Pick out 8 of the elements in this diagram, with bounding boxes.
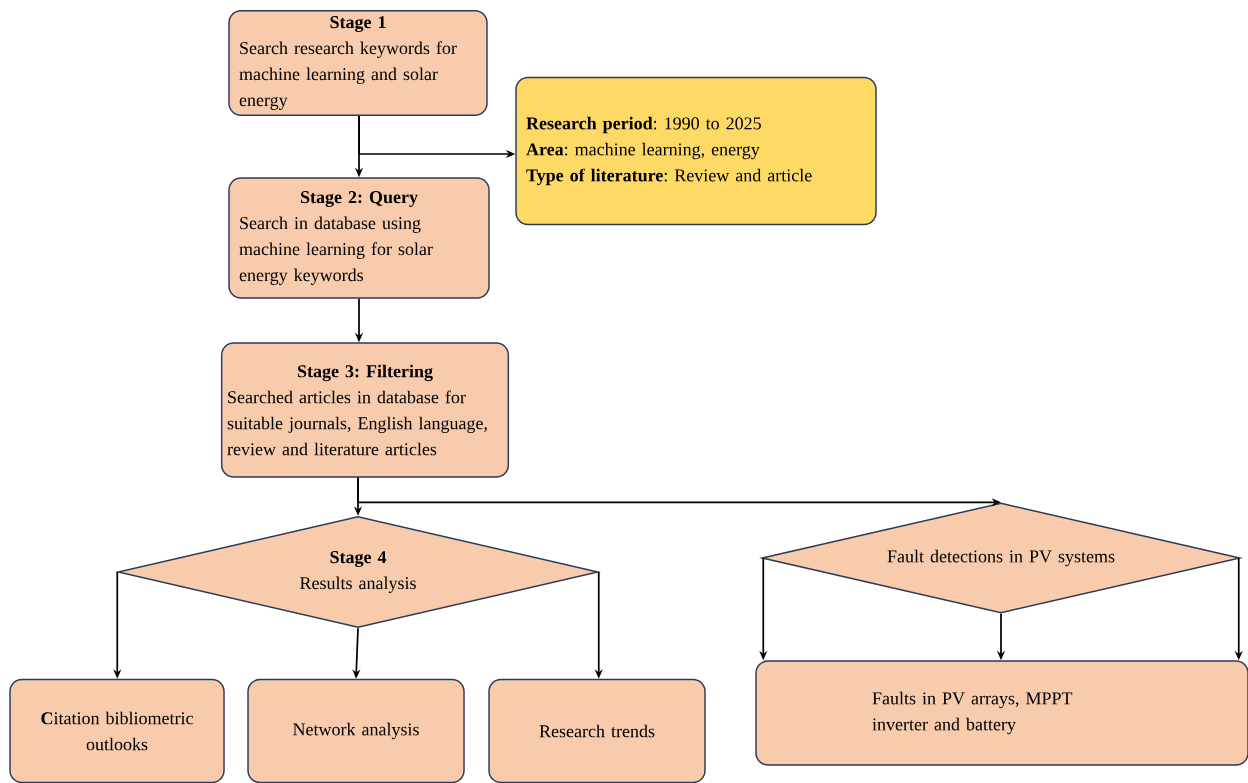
process-box: Research trends — [488, 678, 706, 783]
process-box: Faults in PV arrays, MPPT inverter and battery — [755, 660, 1248, 766]
process-box: Stage 1 Search research keywords for machine learning and solar energy — [228, 10, 488, 116]
info-box: Research period: 1990 to 2025 Area: machine learning, energy Type of literature: Review and article — [515, 76, 877, 226]
process-box: Network analysis — [247, 678, 465, 783]
process-box: Stage 3: Filtering Searched articles in database for suitable journals, English language, review and literature articles — [220, 342, 510, 478]
process-box: Stage 2: Query Search in database using machine learning for solar energy keywords — [228, 177, 490, 299]
process-box: Citation bibliometric outlooks — [9, 678, 225, 783]
